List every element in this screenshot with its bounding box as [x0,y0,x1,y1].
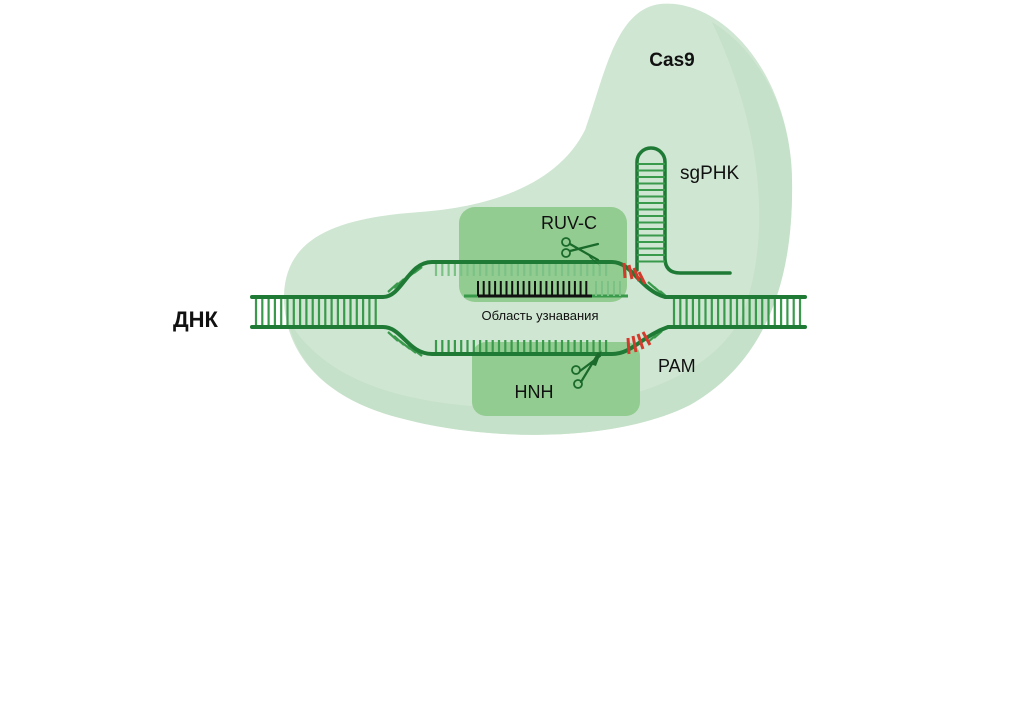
sgrna-hairpin [635,146,732,275]
dna-base-pair [406,345,417,354]
pam-base-top [632,267,641,282]
pam-base-top [627,264,634,280]
hnh-label: HNH [515,382,554,402]
pam-base-top [622,262,627,279]
sgrna-backbone [635,146,732,275]
dna-molecule [250,260,807,356]
pam-label: PAM [658,356,696,376]
cas9-label: Cas9 [649,50,694,71]
sgrna-label: sgPHK [680,163,739,184]
pam-site [622,262,652,355]
ruvc-label: RUV-C [541,213,597,233]
scissors-icon [561,237,600,266]
dna-base-pair [413,266,423,274]
pam-base-bottom [626,337,631,355]
cas9-shading [288,22,793,435]
dna-bottom-strand [250,325,807,356]
dna-label: ДНК [173,307,219,332]
pam-base-bottom [636,333,645,350]
recognition-region-label: Область узнавания [482,308,599,323]
dna-rungs [254,262,802,357]
guide-rna [464,281,628,298]
pam-base-bottom [631,335,638,353]
scissors-icon [571,350,602,389]
pam-base-top [637,271,647,285]
ruvc-domain [459,207,627,302]
pam-base-bottom [641,331,652,346]
dna-top-strand [250,260,807,299]
